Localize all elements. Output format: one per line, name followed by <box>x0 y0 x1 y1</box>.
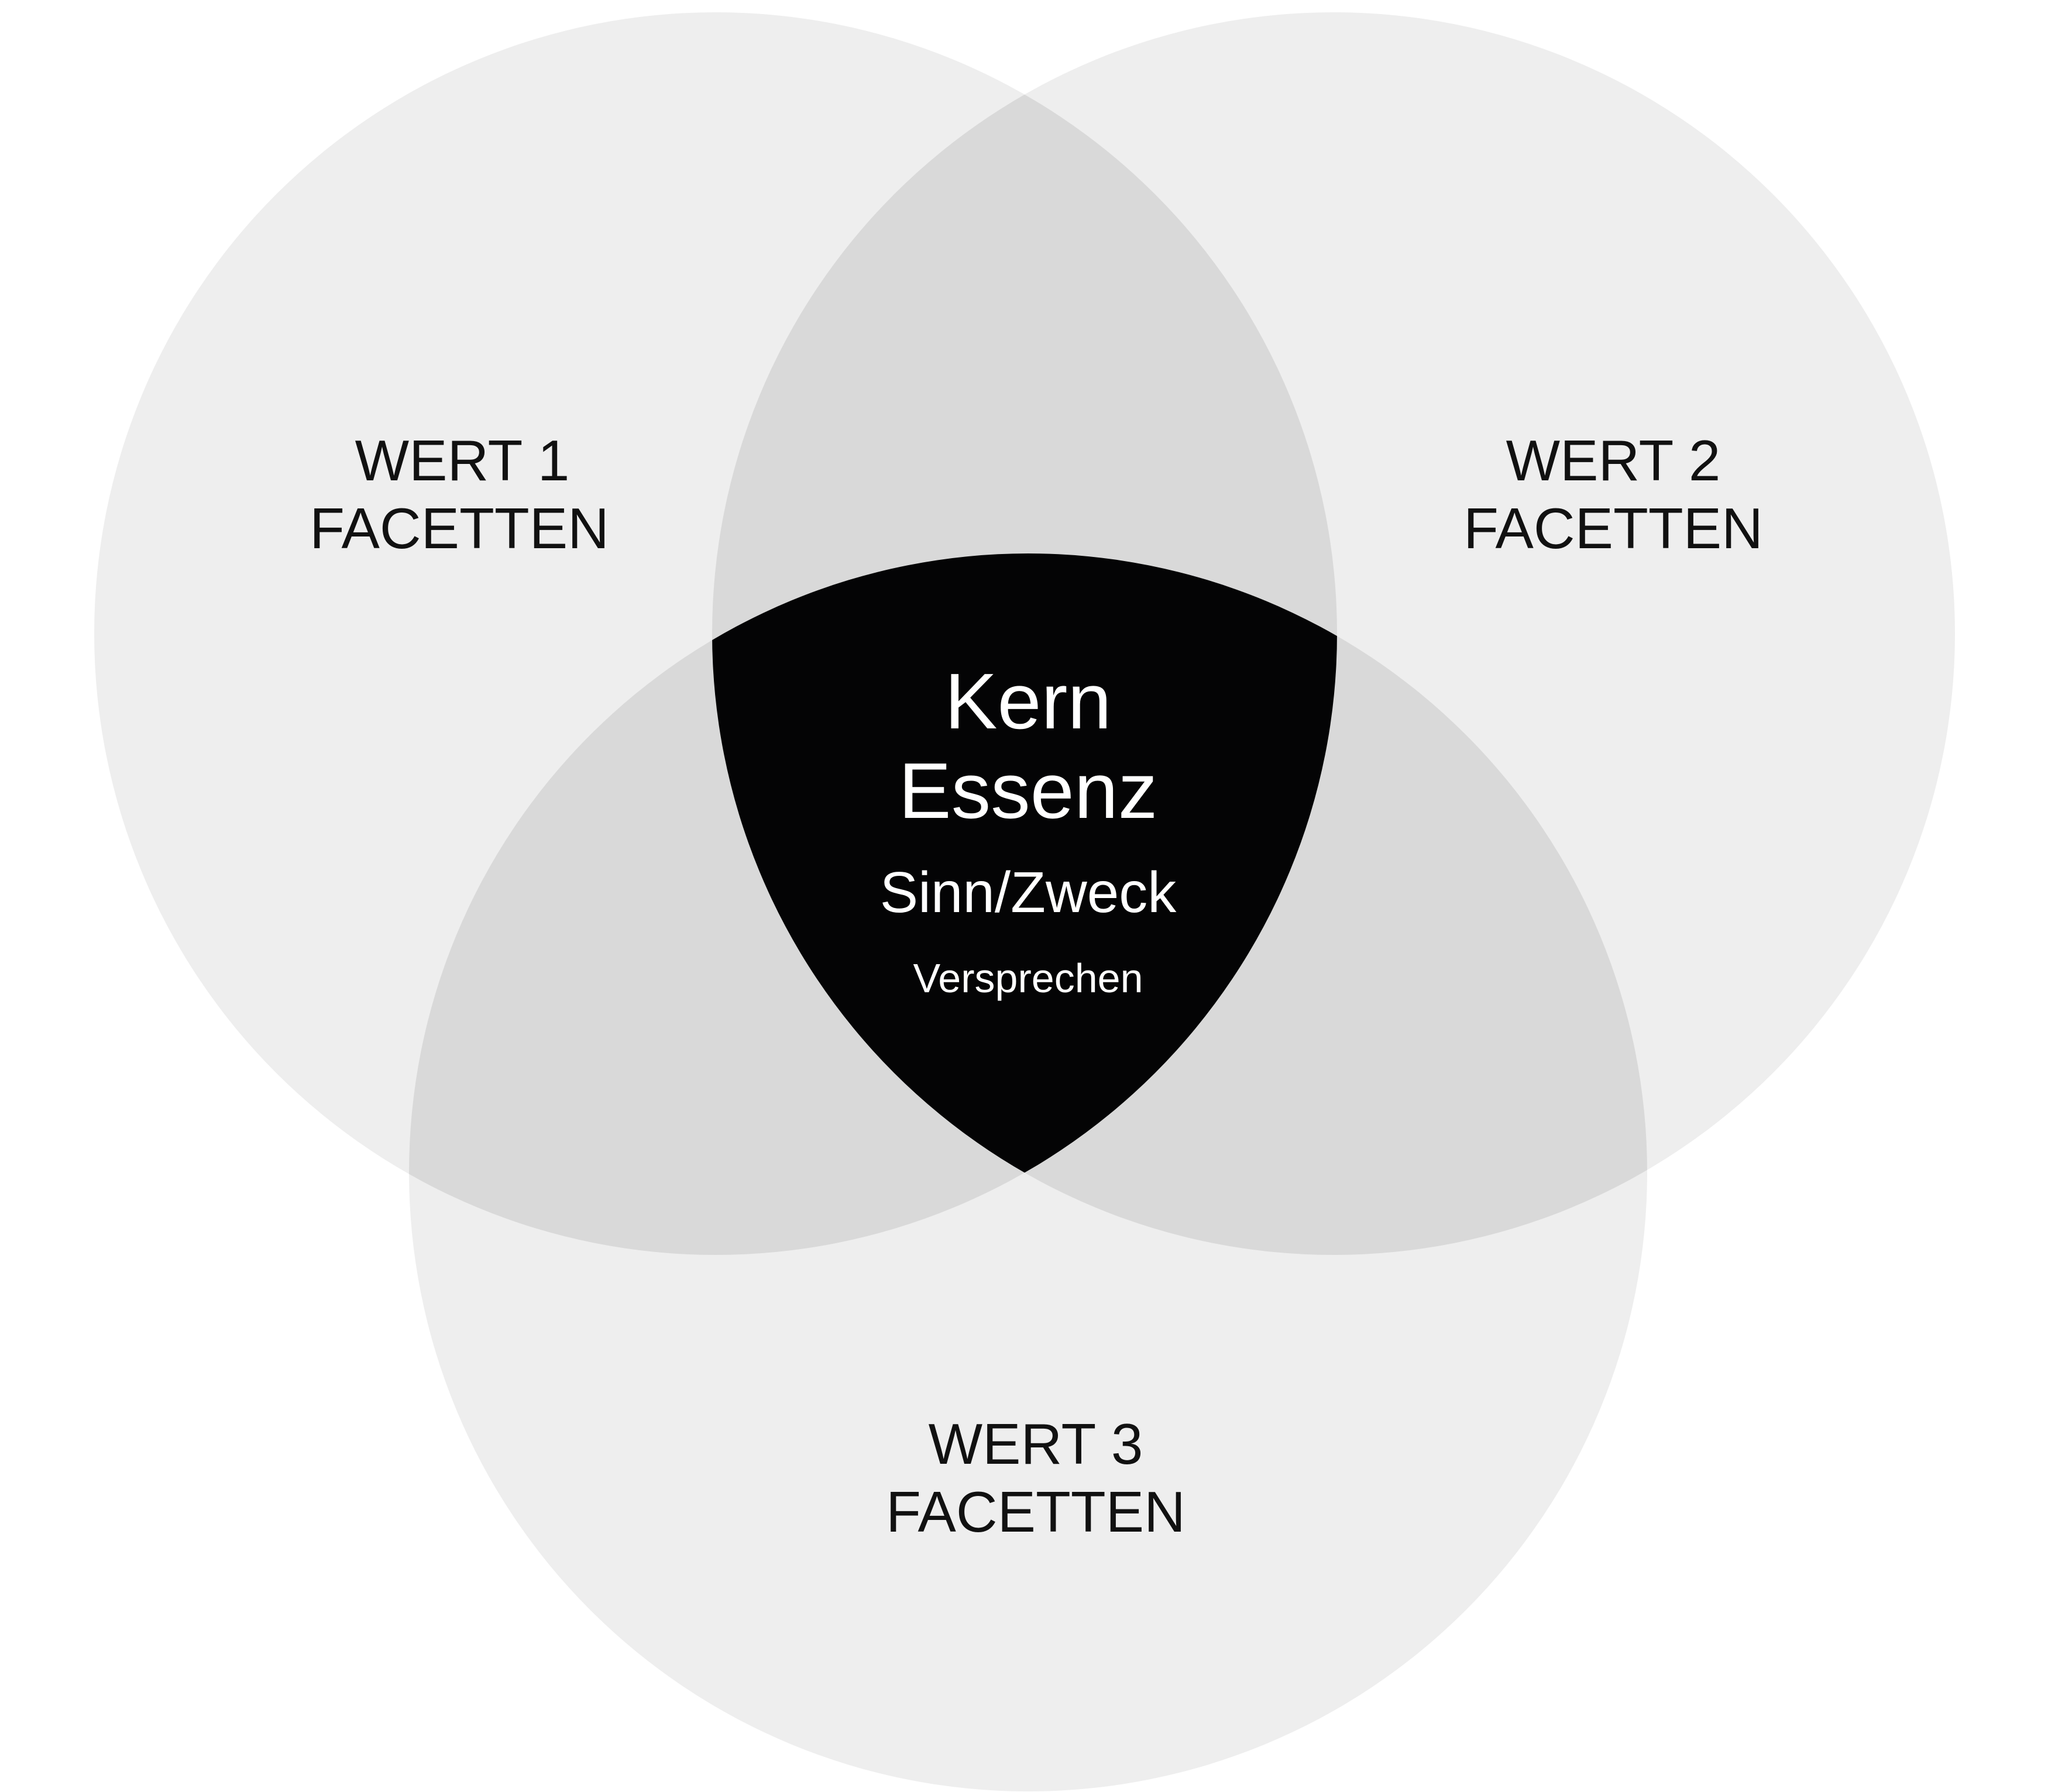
core-versprechen: Versprechen <box>913 955 1143 1001</box>
core-essenz: Essenz <box>899 747 1158 835</box>
wert-2-subtitle: FACETTEN <box>1463 496 1763 560</box>
wert-2-title: WERT 2 <box>1506 428 1721 493</box>
wert-1-subtitle: FACETTEN <box>310 496 609 560</box>
core-sinn-zweck: Sinn/Zweck <box>880 860 1177 924</box>
wert-3-subtitle: FACETTEN <box>886 1480 1185 1544</box>
wert-1-title: WERT 1 <box>355 428 570 493</box>
core-kern: Kern <box>944 657 1111 745</box>
wert-3-title: WERT 3 <box>929 1412 1143 1476</box>
